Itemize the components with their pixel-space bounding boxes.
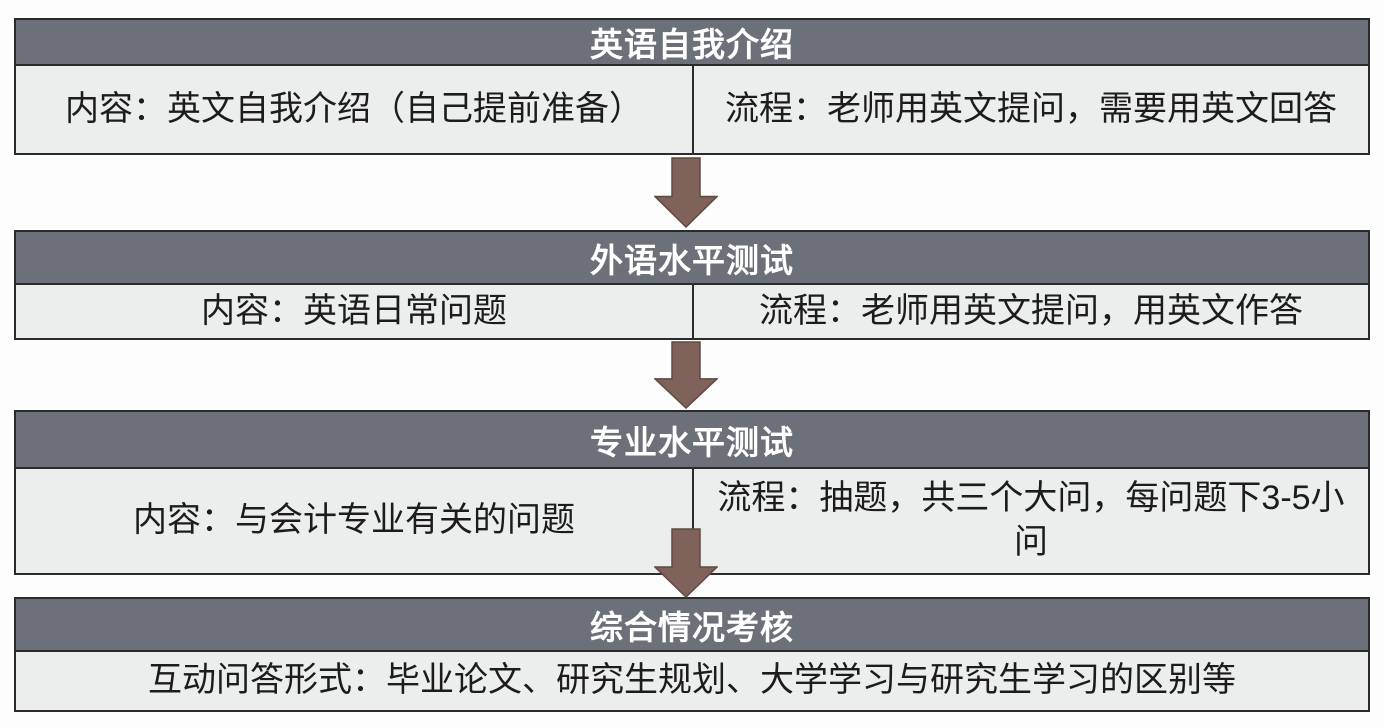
step-body: 内容：英语日常问题 流程：老师用英文提问，用英文作答	[16, 285, 1368, 338]
step-body: 内容：与会计专业有关的问题 流程：抽题，共三个大问，每问题下3-5小问	[16, 469, 1368, 573]
down-arrow-icon	[654, 528, 718, 598]
step-title-text: 英语自我介绍	[590, 26, 794, 63]
process-cell: 流程：抽题，共三个大问，每问题下3-5小问	[692, 469, 1368, 573]
process-text: 流程：老师用英文提问，需要用英文回答	[725, 89, 1337, 128]
step-title-text: 外语水平测试	[590, 241, 794, 279]
step-title-text: 综合情况考核	[590, 608, 794, 646]
process-cell: 流程：老师用英文提问，需要用英文回答	[692, 66, 1368, 153]
process-text: 流程：老师用英文提问，用英文作答	[759, 291, 1303, 330]
content-cell: 内容：与会计专业有关的问题	[16, 469, 692, 573]
step-title: 外语水平测试	[16, 232, 1368, 285]
down-arrow-icon	[654, 341, 718, 409]
content-text: 互动问答形式：毕业论文、研究生规划、大学学习与研究生学习的区别等	[148, 661, 1236, 700]
step-body: 互动问答形式：毕业论文、研究生规划、大学学习与研究生学习的区别等	[16, 652, 1368, 710]
step-title: 综合情况考核	[16, 599, 1368, 652]
content-text: 内容：与会计专业有关的问题	[133, 501, 575, 540]
down-arrow-icon	[654, 157, 718, 228]
step-body: 内容：英文自我介绍（自己提前准备） 流程：老师用英文提问，需要用英文回答	[16, 66, 1368, 153]
step-title-text: 专业水平测试	[590, 423, 794, 461]
step-title: 英语自我介绍	[16, 20, 1368, 66]
step-title: 专业水平测试	[16, 412, 1368, 469]
content-text: 内容：英语日常问题	[201, 291, 507, 330]
step-box-professional-test: 专业水平测试 内容：与会计专业有关的问题 流程：抽题，共三个大问，每问题下3-5…	[14, 410, 1370, 575]
step-box-foreign-language-test: 外语水平测试 内容：英语日常问题 流程：老师用英文提问，用英文作答	[14, 230, 1370, 340]
content-cell: 内容：英文自我介绍（自己提前准备）	[16, 66, 692, 153]
process-text: 流程：抽题，共三个大问，每问题下3-5小问	[717, 479, 1345, 561]
process-cell: 流程：老师用英文提问，用英文作答	[692, 285, 1368, 338]
content-text: 内容：英文自我介绍（自己提前准备）	[65, 89, 643, 128]
step-box-comprehensive-assessment: 综合情况考核 互动问答形式：毕业论文、研究生规划、大学学习与研究生学习的区别等	[14, 597, 1370, 712]
content-cell: 互动问答形式：毕业论文、研究生规划、大学学习与研究生学习的区别等	[16, 652, 1368, 710]
content-cell: 内容：英语日常问题	[16, 285, 692, 338]
step-box-english-self-intro: 英语自我介绍 内容：英文自我介绍（自己提前准备） 流程：老师用英文提问，需要用英…	[14, 18, 1370, 155]
